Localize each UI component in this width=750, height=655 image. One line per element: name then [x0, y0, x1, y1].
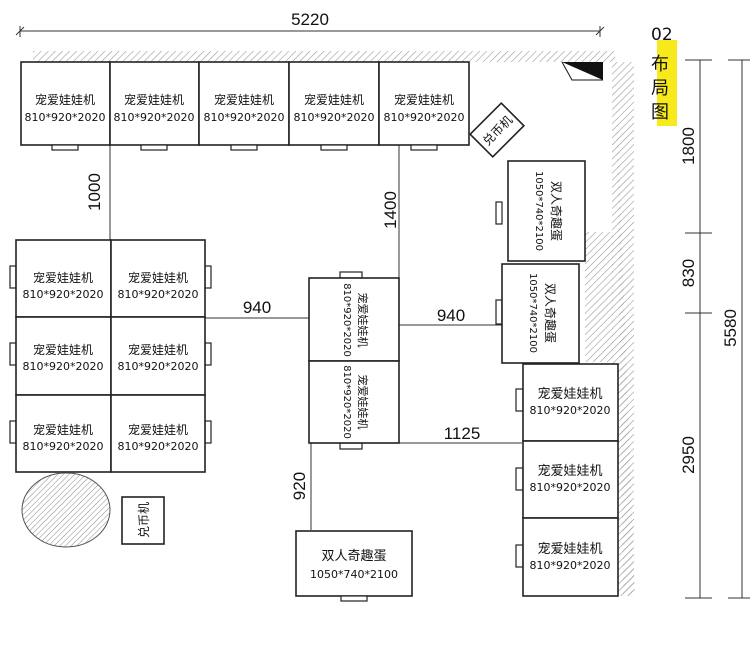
- egg-machine: 双人奇趣蛋 1050*740*2100: [501, 263, 580, 364]
- claw-size: 810*920*2020: [530, 404, 611, 417]
- claw-name: 宠爱娃娃机: [33, 422, 93, 437]
- dim-bottom-vertical: 920: [290, 472, 309, 500]
- dim-right-middle: 830: [679, 259, 698, 287]
- claw-name: 宠爱娃娃机: [537, 386, 602, 402]
- coin-machine-top: 兑币机: [468, 101, 526, 159]
- claw-size: 810*920*2020: [118, 288, 199, 301]
- claw-name: 宠爱娃娃机: [35, 92, 95, 107]
- claw-machine: 宠爱娃娃机 810*920*2020: [522, 440, 619, 519]
- claw-name: 宠爱娃娃机: [128, 342, 188, 357]
- claw-name: 宠爱娃娃机: [128, 422, 188, 437]
- claw-size: 810*920*2020: [384, 111, 465, 124]
- claw-machine: 宠爱娃娃机 810*920*2020: [522, 517, 619, 597]
- claw-size: 810*920*2020: [204, 111, 285, 124]
- dimension-lines: [15, 26, 750, 599]
- section-title: 02 布 局 图: [651, 25, 677, 126]
- claw-machine: 宠爱娃娃机 810*920*2020: [110, 316, 206, 396]
- top-wall: [33, 51, 603, 62]
- dim-right-lower: 2950: [679, 436, 698, 474]
- claw-name: 宠爱娃娃机: [394, 92, 454, 107]
- claw-size: 810*920*2020: [118, 360, 199, 373]
- dim-center-vertical: 1400: [381, 191, 400, 229]
- egg-name: 双人奇趣蛋: [321, 548, 386, 564]
- claw-name: 宠爱娃娃机: [33, 342, 93, 357]
- dim-right-upper: 1800: [679, 127, 698, 165]
- claw-machine: 宠爱娃娃机 810*920*2020: [15, 316, 112, 396]
- claw-size: 810*920*2020: [25, 111, 106, 124]
- coin-name: 兑币机: [137, 502, 151, 538]
- wall-step: [585, 232, 613, 362]
- coin-machine-left: 兑币机: [121, 496, 165, 545]
- right-egg-machines: 双人奇趣蛋 1050*740*2100 双人奇趣蛋 1050*740*2100: [495, 160, 586, 364]
- claw-name: 宠爱娃娃机: [214, 92, 274, 107]
- round-table: [21, 472, 111, 548]
- claw-machine: 宠爱娃娃机 810*920*2020: [15, 394, 112, 473]
- egg-size: 1050*740*2100: [310, 568, 398, 581]
- claw-name: 宠爱娃娃机: [356, 293, 370, 348]
- claw-size: 810*920*2020: [530, 559, 611, 572]
- title-char-3: 图: [651, 102, 669, 123]
- dimension-texts: 5220 1000 1400 940 940 1125 920 1800 830…: [85, 10, 740, 500]
- claw-size: 810*920*2020: [23, 360, 104, 373]
- corner-marker-outline: [561, 61, 603, 81]
- title-char-1: 布: [651, 54, 669, 75]
- egg-size: 1050*740*2100: [527, 273, 538, 353]
- claw-machine: 宠爱娃娃机 810*920*2020: [198, 61, 290, 151]
- claw-machine: 宠爱娃娃机 810*920*2020: [308, 360, 400, 444]
- title-char-2: 局: [651, 78, 669, 99]
- claw-size: 810*920*2020: [118, 440, 199, 453]
- left-claw-block: 宠爱娃娃机 810*920*2020 宠爱娃娃机 810*920*2020 宠爱…: [9, 239, 212, 473]
- claw-machine: 宠爱娃娃机 810*920*2020: [20, 61, 111, 151]
- claw-machine: 宠爱娃娃机 810*920*2020: [378, 61, 470, 151]
- claw-machine: 宠爱娃娃机 810*920*2020: [110, 394, 206, 473]
- dim-total-height: 5580: [721, 309, 740, 347]
- dim-aisle-left: 940: [243, 298, 271, 317]
- title-highlight: [657, 40, 677, 126]
- claw-size: 810*920*2020: [530, 481, 611, 494]
- claw-machine: 宠爱娃娃机 810*920*2020: [110, 239, 206, 318]
- claw-name: 宠爱娃娃机: [304, 92, 364, 107]
- egg-machine-bottom: 双人奇趣蛋 1050*740*2100: [295, 530, 413, 602]
- claw-size: 810*920*2020: [114, 111, 195, 124]
- egg-name: 双人奇趣蛋: [549, 181, 564, 241]
- claw-machine: 宠爱娃娃机 810*920*2020: [109, 61, 200, 151]
- claw-name: 宠爱娃娃机: [33, 270, 93, 285]
- egg-size: 1050*740*2100: [533, 171, 544, 251]
- dim-total-width: 5220: [291, 10, 329, 29]
- claw-machine: 宠爱娃娃机 810*920*2020: [308, 277, 400, 362]
- claw-name: 宠爱娃娃机: [356, 375, 370, 430]
- claw-name: 宠爱娃娃机: [537, 463, 602, 479]
- section-number: 02: [651, 25, 673, 45]
- claw-name: 宠爱娃娃机: [128, 270, 188, 285]
- dim-left-vertical: 1000: [85, 173, 104, 211]
- claw-machine: 宠爱娃娃机 810*920*2020: [288, 61, 380, 151]
- claw-size: 810*920*2020: [341, 283, 352, 357]
- corner-marker: [562, 62, 603, 80]
- claw-size: 810*920*2020: [341, 365, 352, 439]
- claw-machine: 宠爱娃娃机 810*920*2020: [522, 363, 619, 442]
- top-row-claw-machines: 宠爱娃娃机 810*920*2020 宠爱娃娃机 810*920*2020 宠爱…: [20, 61, 470, 151]
- egg-machine: 双人奇趣蛋 1050*740*2100: [507, 160, 586, 262]
- right-claw-column: 宠爱娃娃机 810*920*2020 宠爱娃娃机 810*920*2020 宠爱…: [515, 363, 619, 597]
- claw-name: 宠爱娃娃机: [124, 92, 184, 107]
- claw-size: 810*920*2020: [23, 440, 104, 453]
- egg-name: 双人奇趣蛋: [543, 283, 558, 343]
- claw-name: 宠爱娃娃机: [537, 541, 602, 557]
- claw-size: 810*920*2020: [294, 111, 375, 124]
- dim-aisle-right: 940: [437, 306, 465, 325]
- center-claw-column: 宠爱娃娃机 810*920*2020 宠爱娃娃机 810*920*2020: [308, 271, 400, 450]
- dim-aisle-lower: 1125: [444, 424, 481, 443]
- claw-size: 810*920*2020: [23, 288, 104, 301]
- claw-machine: 宠爱娃娃机 810*920*2020: [15, 239, 112, 318]
